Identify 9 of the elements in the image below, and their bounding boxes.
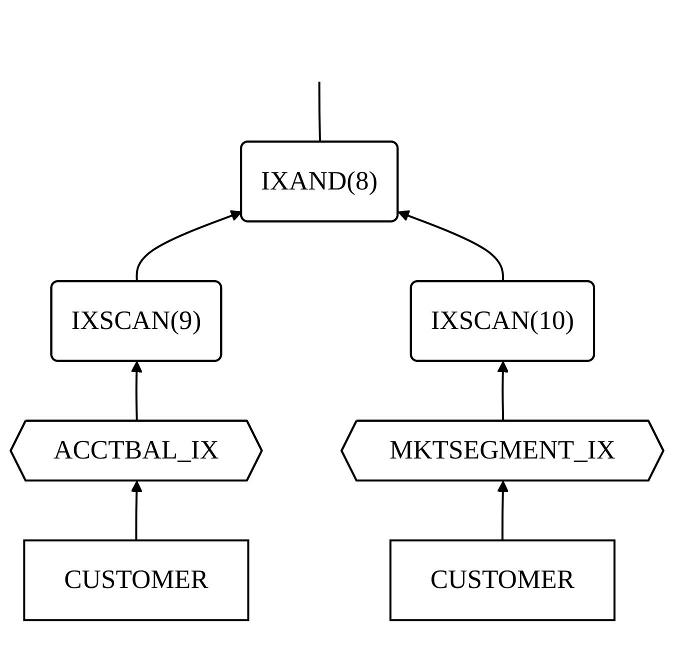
node-box: CUSTOMER — [389, 539, 616, 622]
arrow — [130, 361, 142, 422]
node-box: CUSTOMER — [23, 539, 250, 622]
arrow — [497, 480, 509, 540]
connector — [318, 82, 321, 142]
arrow — [398, 210, 504, 282]
arrow — [497, 361, 509, 422]
arrow — [130, 480, 142, 540]
arrow — [136, 210, 242, 282]
